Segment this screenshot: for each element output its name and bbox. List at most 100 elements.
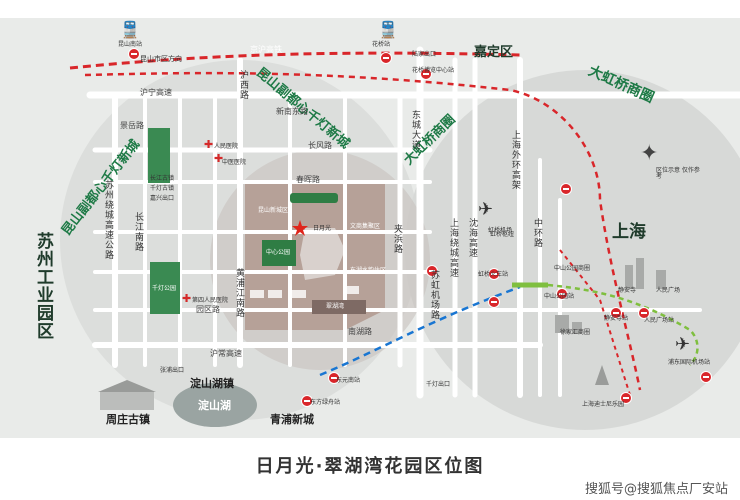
dongyu-station-label: 东元南站 bbox=[336, 377, 361, 384]
kunshan-south-label: 昆山南站 bbox=[118, 41, 143, 48]
map-caption: 日月光·翠湖湾花园区位图 bbox=[255, 456, 485, 477]
jingan-rail-icon bbox=[610, 307, 622, 319]
jingyue-road-label: 景岳路 bbox=[120, 121, 144, 130]
suhong-rail-icon bbox=[426, 265, 438, 277]
jinghu-rail bbox=[69, 51, 521, 70]
park-badge bbox=[290, 193, 338, 203]
shenhai-road-label: 沈海高速 bbox=[467, 218, 477, 258]
zone-wenhua-label: 文商集聚区 bbox=[350, 223, 381, 230]
nanhu-road-label: 南湖路 bbox=[348, 327, 372, 336]
xinnan-road-label: 新南东路 bbox=[276, 107, 308, 116]
zhonghuan-label: 中环路 bbox=[532, 218, 542, 248]
metro-line-green bbox=[547, 283, 699, 366]
hospital-icon-2: ✚ bbox=[214, 152, 224, 165]
kunshan-city-dir-label: 昆山市区方向 bbox=[140, 55, 182, 63]
hospital-icon-1: ✚ bbox=[204, 138, 214, 151]
dianshan-town-label: 淀山湖镇 bbox=[190, 377, 234, 390]
building-markers bbox=[250, 286, 359, 298]
compass-icon: ✦ bbox=[640, 141, 658, 166]
project-core bbox=[300, 228, 345, 280]
pudong-rail-icon bbox=[700, 371, 712, 383]
disney-castle-icon bbox=[595, 365, 609, 385]
park-center bbox=[262, 240, 296, 266]
zone-kunshan-label: 昆山新城区 bbox=[258, 207, 289, 214]
zhouzhuang-label: 周庄古镇 bbox=[106, 413, 150, 426]
project-logo-label: 翠湖湾 bbox=[326, 303, 345, 310]
dianshan-lake bbox=[173, 383, 257, 427]
metro-line-red-2 bbox=[559, 249, 631, 396]
huning-road-label: 沪宁高速 bbox=[140, 88, 172, 97]
road-network bbox=[86, 46, 740, 399]
xujiahui-label: 徐家汇商圈 bbox=[560, 329, 591, 336]
hongqiao-circle bbox=[405, 70, 740, 430]
jiazhan-road-label: 夹浜路 bbox=[392, 224, 402, 254]
jingan-square-label: 静安寺 bbox=[618, 287, 637, 294]
project-star bbox=[292, 220, 308, 236]
pudong-airport-icon: ✈ bbox=[675, 334, 690, 355]
yuanqu-road-label: 园区路 bbox=[196, 305, 220, 314]
project-label: 日月光 bbox=[313, 225, 332, 232]
dianshan-lake-label: 淀山湖 bbox=[198, 399, 231, 412]
disney-label: 上海迪士尼乐园 bbox=[582, 401, 625, 408]
huaqiao-rail-icon bbox=[380, 52, 392, 64]
dongcheng-road-label: 东城大道 bbox=[410, 110, 420, 150]
park-south bbox=[150, 262, 180, 314]
suhong-road-label: 苏虹机场路 bbox=[429, 270, 439, 320]
dongyu-rail-icon bbox=[328, 372, 340, 384]
qiandeng-park-label: 千灯公园 bbox=[152, 285, 177, 292]
zone-center-label: 中心公园 bbox=[266, 249, 291, 256]
hongqiao-airport-icon: ✈ bbox=[478, 199, 493, 220]
dongfang-rail-icon bbox=[301, 395, 313, 407]
haixi-road-label: 沪西路 bbox=[238, 70, 248, 100]
changjiang-town-label: 长江古镇 bbox=[150, 175, 175, 182]
zhangpu-exit-label: 张浦出口 bbox=[160, 367, 185, 374]
zhongshan-mall-label: 中山公园商圈 bbox=[554, 265, 591, 272]
hongqiao-airport-label: 虹桥机场 bbox=[488, 227, 513, 234]
qiandeng-exit-label: 千灯出口 bbox=[426, 381, 451, 388]
renmin-square-label: 人民广场 bbox=[656, 287, 681, 294]
xiangcheng-road-label: 春晖路 bbox=[296, 175, 320, 184]
hospital-icon-3: ✚ bbox=[182, 292, 192, 305]
changfeng-road-label: 长风路 bbox=[308, 141, 332, 150]
jingan-station-label: 静安寺站 bbox=[604, 315, 629, 322]
hongqiao-hub-label: 虹桥枢纽 bbox=[490, 231, 515, 238]
watermark: 搜狐号@搜狐焦点厂安站 bbox=[584, 482, 728, 497]
qiandeng-town-label: 千灯古镇 bbox=[150, 185, 175, 192]
luqiao-label: 陆家出口 bbox=[412, 51, 437, 58]
kunshan-train-icon: 🚆 bbox=[120, 20, 140, 39]
qingpu-label: 青浦新城 bbox=[270, 413, 314, 426]
zhouzhuang-roof-icon bbox=[98, 380, 156, 392]
kunshan-south-rail-icon bbox=[128, 48, 140, 60]
skyline-icons bbox=[555, 258, 666, 334]
hongqiao-station-label: 虹桥火车站 bbox=[478, 271, 509, 278]
huangpujiang-road-label: 黄浦江南路 bbox=[234, 268, 244, 318]
hongqiao-2-rail-icon bbox=[488, 296, 500, 308]
project-logo-box bbox=[312, 300, 366, 314]
pudong-airport-label: 浦东国际机场站 bbox=[668, 359, 711, 366]
hospital1-label: 人民医院 bbox=[214, 143, 239, 150]
renmin-rail-icon bbox=[638, 307, 650, 319]
hongqiao-station-rail-icon bbox=[488, 268, 500, 280]
zhouzhuang-house-icon bbox=[100, 392, 154, 410]
disney-rail-icon bbox=[620, 392, 632, 404]
outer-ring-label: 上海外环高架 bbox=[510, 130, 520, 190]
suzhou-ring-label: 苏州绕城高速公路 bbox=[103, 180, 113, 260]
zone-east-label: 东湖水韵住区 bbox=[350, 267, 387, 274]
hospital2-label: 中医医院 bbox=[222, 159, 247, 166]
renmin-station-label: 人民广场站 bbox=[644, 317, 675, 324]
jiading-label: 嘉定区 bbox=[474, 45, 514, 60]
huaqiao-label: 花桥站 bbox=[372, 41, 391, 48]
caoyang-rail-icon bbox=[560, 183, 572, 195]
changjiang-road-label: 长江南路 bbox=[133, 212, 143, 252]
dongfang-station-label: 东方绿舟站 bbox=[310, 399, 341, 406]
jiading-rail-icon bbox=[420, 68, 432, 80]
shanghai-label: 上海 bbox=[612, 222, 646, 242]
suzhou-label: 苏州工业园区 bbox=[33, 232, 53, 340]
zhongshan-station-label: 中山公园站 bbox=[544, 293, 575, 300]
jinghu-rail-label: 京沪高铁 bbox=[250, 45, 282, 54]
jiading-line-label: 花桥博览中心站 bbox=[412, 67, 455, 74]
huaqiao-train-icon: 🚆 bbox=[378, 20, 398, 39]
hospital3-label: 第四人民医院 bbox=[192, 297, 229, 304]
